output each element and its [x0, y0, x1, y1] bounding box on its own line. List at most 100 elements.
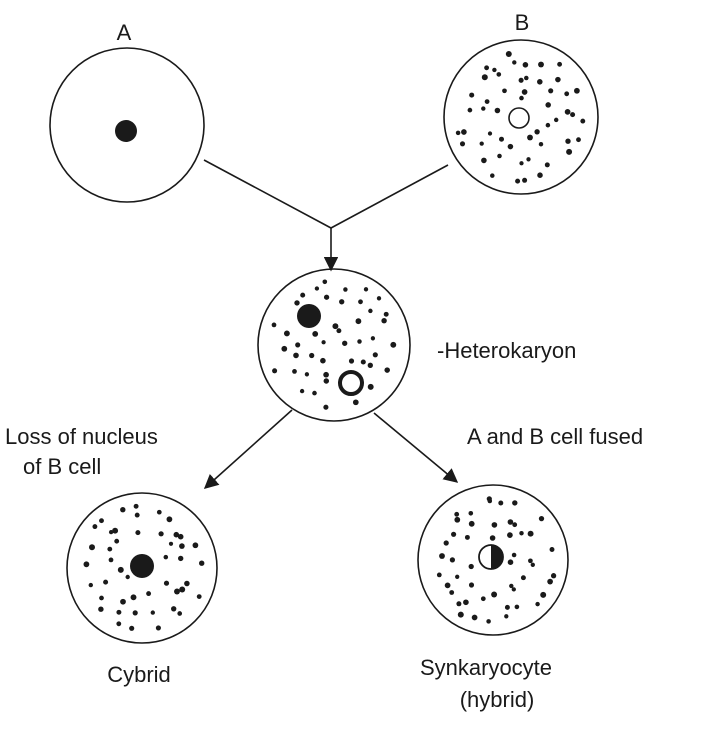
cytoplasm-dot	[491, 522, 498, 528]
cytoplasm-dot	[565, 138, 571, 144]
cytoplasm-dot	[481, 74, 488, 81]
cytoplasm-dot	[336, 328, 342, 334]
cell-b-label: B	[515, 10, 530, 35]
cytoplasm-dot	[497, 153, 502, 159]
cytoplasm-dot	[174, 588, 180, 595]
heterokaryon-cytoplasm-dots	[271, 279, 397, 410]
cytoplasm-dot	[570, 112, 576, 118]
cells-fused-label: A and B cell fused	[467, 424, 643, 449]
cytoplasm-dot	[521, 89, 528, 95]
cytoplasm-dot	[158, 531, 164, 537]
cytoplasm-dot	[163, 554, 169, 560]
cell-b-cytoplasm-dots	[455, 51, 586, 184]
cytoplasm-dot	[499, 136, 504, 142]
cytoplasm-dot	[507, 532, 513, 538]
cytoplasm-dot	[323, 371, 329, 378]
cytoplasm-dot	[456, 601, 462, 607]
cytoplasm-dot	[507, 143, 514, 150]
cytoplasm-dot	[467, 107, 473, 113]
cytoplasm-dot	[360, 359, 366, 365]
cybrid-membrane	[66, 492, 218, 644]
heterokaryon-nucleus-b	[338, 370, 364, 396]
cytoplasm-dot	[486, 619, 491, 624]
fused-nucleus-half	[491, 545, 503, 569]
cell-a-label: A	[117, 20, 132, 45]
cytoplasm-dot	[323, 294, 330, 300]
cell-a: A	[49, 20, 205, 203]
cytoplasm-dot	[439, 553, 445, 559]
cytoplasm-dot	[502, 88, 507, 94]
cytoplasm-dot	[468, 520, 475, 527]
cytoplasm-dot	[314, 286, 320, 291]
cytoplasm-dot	[455, 130, 461, 136]
cytoplasm-dot	[339, 299, 345, 305]
cytoplasm-dot	[281, 345, 288, 352]
cytoplasm-dot	[468, 563, 474, 570]
cytoplasm-dot	[292, 369, 297, 374]
cytoplasm-dot	[540, 591, 547, 598]
cytoplasm-dot	[107, 546, 113, 552]
cytoplasm-dot	[199, 560, 205, 566]
cytoplasm-dot	[130, 594, 137, 601]
cytoplasm-dot	[99, 595, 104, 601]
cytoplasm-dot	[384, 367, 390, 373]
cytoplasm-dot	[271, 322, 277, 328]
synkaryocyte-fused-nucleus	[478, 544, 504, 570]
cytoplasm-dot	[463, 599, 469, 606]
cytoplasm-dot	[564, 91, 570, 97]
cytoplasm-dot	[520, 575, 526, 581]
cytoplasm-dot	[178, 555, 184, 562]
cytoplasm-dot	[464, 534, 470, 540]
cytoplasm-dot	[528, 558, 533, 564]
cytoplasm-dot	[92, 524, 98, 530]
cytoplasm-dot	[553, 117, 559, 123]
cell-a-nucleus	[115, 120, 137, 142]
cytoplasm-dot	[116, 621, 122, 627]
cytoplasm-dot	[166, 516, 173, 523]
cytoplasm-dot	[492, 67, 497, 73]
cytoplasm-dot	[535, 601, 540, 607]
cytoplasm-dot	[367, 383, 374, 390]
cytoplasm-dot	[132, 610, 138, 616]
cytoplasm-dot	[125, 574, 130, 580]
cytoplasm-dot	[168, 541, 174, 546]
cytoplasm-dot	[511, 587, 516, 592]
cytoplasm-dot	[443, 540, 449, 546]
cytoplasm-dot	[436, 572, 442, 578]
cytoplasm-dot	[114, 538, 120, 544]
cytoplasm-dot	[322, 279, 328, 285]
cytoplasm-dot	[557, 61, 563, 67]
cytoplasm-dot	[155, 625, 161, 631]
cytoplasm-dot	[184, 580, 190, 587]
cytoplasm-dot	[449, 590, 455, 595]
cytoplasm-dot	[444, 582, 451, 589]
cytoplasm-dot	[295, 342, 301, 348]
synkaryocyte-label-line2: (hybrid)	[460, 687, 535, 712]
cytoplasm-dot	[527, 134, 533, 141]
cytoplasm-dot	[98, 606, 104, 612]
cytoplasm-dot	[108, 557, 114, 563]
cytoplasm-dot	[509, 583, 514, 589]
cytoplasm-dot	[545, 102, 551, 108]
cytoplasm-dot	[383, 311, 389, 317]
cytoplasm-dot	[549, 547, 555, 552]
cytoplasm-dot	[293, 352, 299, 359]
cytoplasm-dot	[332, 323, 339, 330]
cytoplasm-dot	[150, 610, 155, 615]
cytoplasm-dot	[555, 76, 561, 83]
cytoplasm-dot	[352, 399, 359, 406]
cytoplasm-dot	[112, 527, 119, 534]
cytoplasm-dot	[494, 107, 501, 114]
cytoplasm-dot	[120, 507, 126, 513]
cytoplasm-dot	[538, 141, 544, 147]
cytoplasm-dot	[544, 162, 550, 168]
cytoplasm-dot	[461, 129, 467, 135]
cytoplasm-dot	[514, 604, 520, 610]
cytoplasm-dot	[381, 317, 387, 324]
cytoplasm-dot	[522, 177, 528, 183]
cytoplasm-dot	[103, 579, 109, 585]
cytoplasm-dot	[312, 330, 319, 337]
cytoplasm-dot	[480, 596, 486, 602]
cell-b-membrane	[443, 39, 599, 195]
synkaryocyte-cytoplasm-dots	[436, 496, 557, 624]
